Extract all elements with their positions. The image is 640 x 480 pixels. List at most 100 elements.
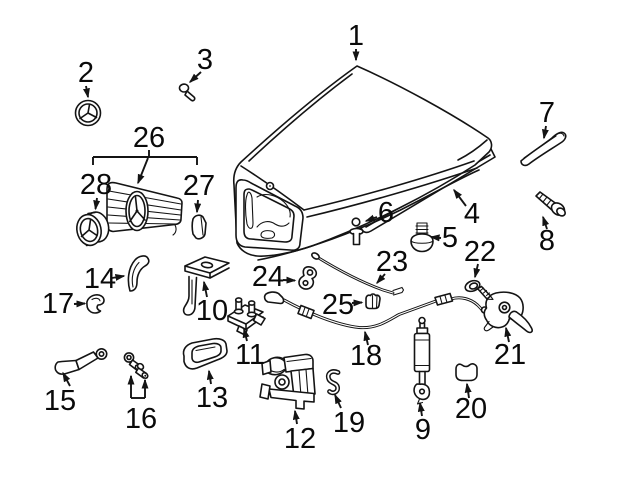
hood-panel xyxy=(232,65,493,261)
callout-24-leader xyxy=(282,276,297,284)
corner-bracket xyxy=(127,255,150,292)
callout-15-leader xyxy=(62,371,71,387)
callout-20-label: 20 xyxy=(455,393,487,425)
callout-2-leader xyxy=(83,85,90,99)
callout-17-label: 17 xyxy=(42,288,74,320)
callout-15: 15 xyxy=(44,371,76,417)
callout-6-leader xyxy=(364,214,378,222)
callout-4: 4 xyxy=(453,188,480,230)
strut-grommet xyxy=(455,363,478,382)
callout-21-label: 21 xyxy=(494,339,526,371)
callout-24: 24 xyxy=(252,261,297,293)
callout-9-leader xyxy=(417,401,425,417)
star-emblem xyxy=(74,99,102,127)
callout-14-leader xyxy=(111,273,126,281)
callout-4-label: 4 xyxy=(464,198,480,230)
callout-16: 16 xyxy=(125,374,157,435)
callout-5-label: 5 xyxy=(442,222,458,254)
emblem-clip xyxy=(178,83,196,102)
callout-14-label: 14 xyxy=(84,263,116,295)
hood-molding-strip xyxy=(520,131,567,167)
callout-11: 11 xyxy=(235,327,265,371)
callout-19-leader xyxy=(334,393,342,409)
callout-23: 23 xyxy=(376,246,408,285)
callout-19: 19 xyxy=(333,393,365,439)
callout-2: 2 xyxy=(78,57,94,99)
callout-25: 25 xyxy=(322,289,364,321)
callout-21-leader xyxy=(504,326,512,343)
rod-grommet xyxy=(365,293,381,310)
callout-8-leader xyxy=(542,215,550,230)
handle-clip xyxy=(86,294,105,314)
callout-2-label: 2 xyxy=(78,57,94,89)
callout-28-leader xyxy=(93,197,101,211)
latch-screw xyxy=(464,279,494,301)
callout-20-leader xyxy=(464,382,472,399)
lock-rod xyxy=(311,252,405,296)
callout-9: 9 xyxy=(415,401,431,446)
callout-3-leader xyxy=(188,71,202,83)
molding-screw xyxy=(535,191,566,217)
callout-1: 1 xyxy=(348,20,364,62)
callout-26-bracket xyxy=(92,150,198,165)
callout-18: 18 xyxy=(350,330,382,372)
hood-lock-assembly xyxy=(259,353,316,410)
callout-23-leader xyxy=(376,273,386,285)
callout-15-label: 15 xyxy=(44,385,76,417)
callout-10: 10 xyxy=(196,280,228,327)
pivot-pins xyxy=(123,352,149,379)
callout-6-label: 6 xyxy=(378,197,394,229)
callout-8-label: 8 xyxy=(539,225,555,257)
callout-25-label: 25 xyxy=(322,289,354,321)
callout-12: 12 xyxy=(284,409,316,455)
callout-17: 17 xyxy=(42,288,87,320)
callout-26-leader xyxy=(137,157,149,185)
callout-21: 21 xyxy=(494,326,526,371)
pad-rivet-clip xyxy=(349,217,364,246)
callout-10-leader xyxy=(202,280,210,298)
callout-28: 28 xyxy=(80,169,112,211)
callout-7-leader xyxy=(541,125,549,140)
callout-4-leader xyxy=(453,188,467,207)
callout-13-leader xyxy=(206,369,214,385)
callout-26: 26 xyxy=(92,122,198,185)
callout-11-leader xyxy=(242,327,250,342)
callout-23-label: 23 xyxy=(376,246,408,278)
callout-20: 20 xyxy=(455,382,487,425)
callout-9-label: 9 xyxy=(415,414,431,446)
hood-bumper-stop xyxy=(410,222,434,253)
callout-13: 13 xyxy=(196,369,228,414)
callout-28-label: 28 xyxy=(80,169,112,201)
rod-clip xyxy=(298,266,318,290)
callout-19-label: 19 xyxy=(333,407,365,439)
callout-25-leader xyxy=(351,299,364,307)
callout-17-leader xyxy=(73,300,87,308)
hood-latch-lever xyxy=(483,291,533,334)
release-handle xyxy=(54,347,108,375)
callout-5: 5 xyxy=(429,222,458,254)
callout-16-label: 16 xyxy=(125,403,157,435)
bracket-plate xyxy=(182,337,228,370)
callout-8: 8 xyxy=(539,215,555,257)
callout-27: 27 xyxy=(183,170,215,214)
callout-27-leader xyxy=(194,199,202,214)
hood-release-cable xyxy=(263,291,489,330)
callout-6: 6 xyxy=(364,197,394,229)
cable-clip xyxy=(325,369,341,396)
callout-24-label: 24 xyxy=(252,261,284,293)
callout-27-label: 27 xyxy=(183,170,215,202)
grille-end-cap xyxy=(191,214,207,240)
callout-22: 22 xyxy=(464,236,496,279)
callout-12-leader xyxy=(292,409,300,425)
radiator-grille xyxy=(106,181,183,236)
callout-10-label: 10 xyxy=(196,295,228,327)
callout-11-label: 11 xyxy=(235,339,265,371)
callout-18-leader xyxy=(363,330,371,346)
callout-18-label: 18 xyxy=(350,340,382,372)
callout-14: 14 xyxy=(84,263,126,295)
callout-22-leader xyxy=(473,263,481,279)
hood-lift-strut xyxy=(413,316,431,405)
callout-1-label: 1 xyxy=(348,20,364,52)
callout-3: 3 xyxy=(188,44,213,83)
